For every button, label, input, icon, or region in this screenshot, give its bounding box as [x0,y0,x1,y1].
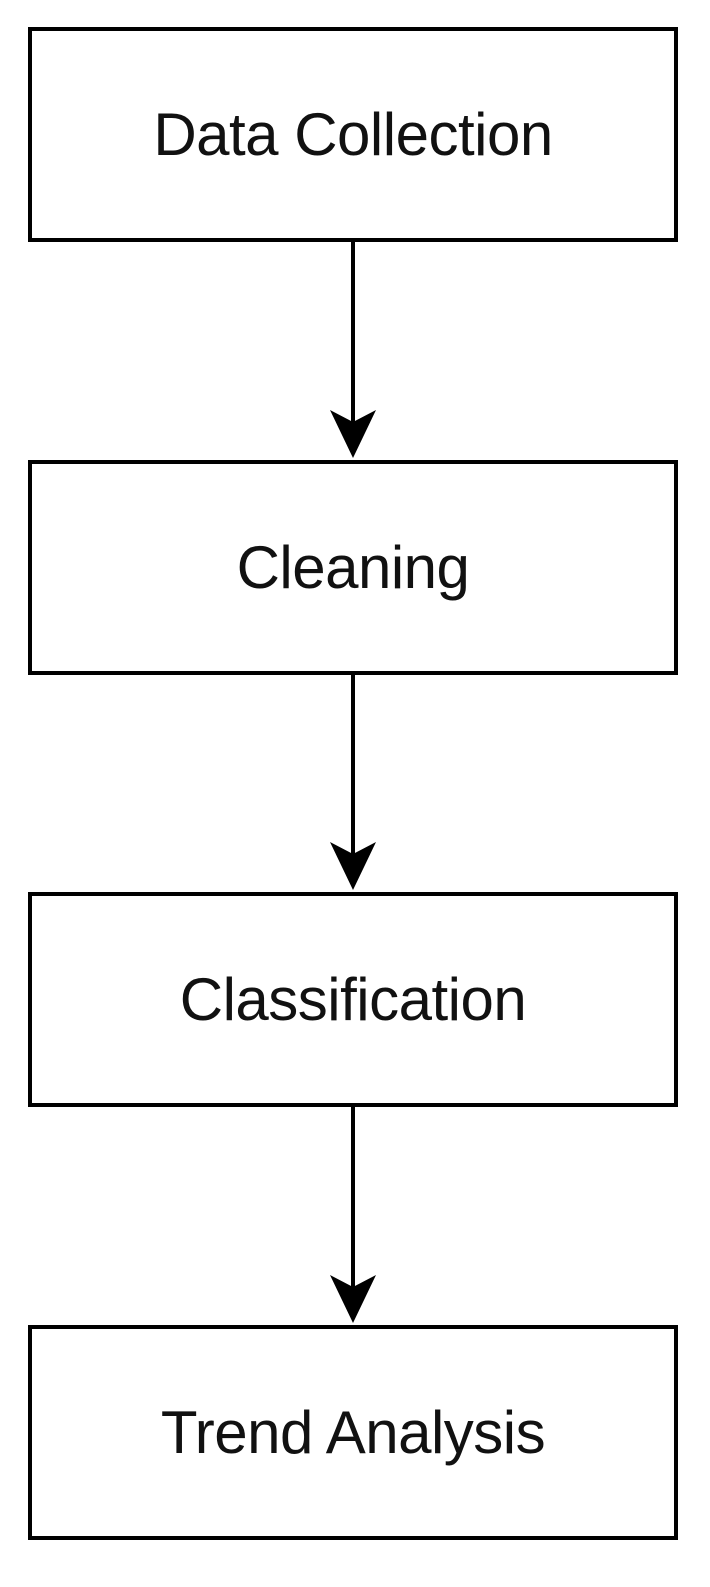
step-label: Classification [179,966,527,1033]
arrow-1-to-2 [330,242,376,458]
step-box-trend-analysis: Trend Analysis [28,1325,678,1540]
arrow-2-to-3 [330,675,376,890]
step-box-cleaning: Cleaning [28,460,678,675]
arrow-3-to-4 [330,1107,376,1323]
step-box-data-collection: Data Collection [28,27,678,242]
step-label: Cleaning [236,534,470,601]
step-box-classification: Classification [28,892,678,1107]
step-label: Data Collection [153,101,553,168]
step-label: Trend Analysis [160,1399,546,1466]
